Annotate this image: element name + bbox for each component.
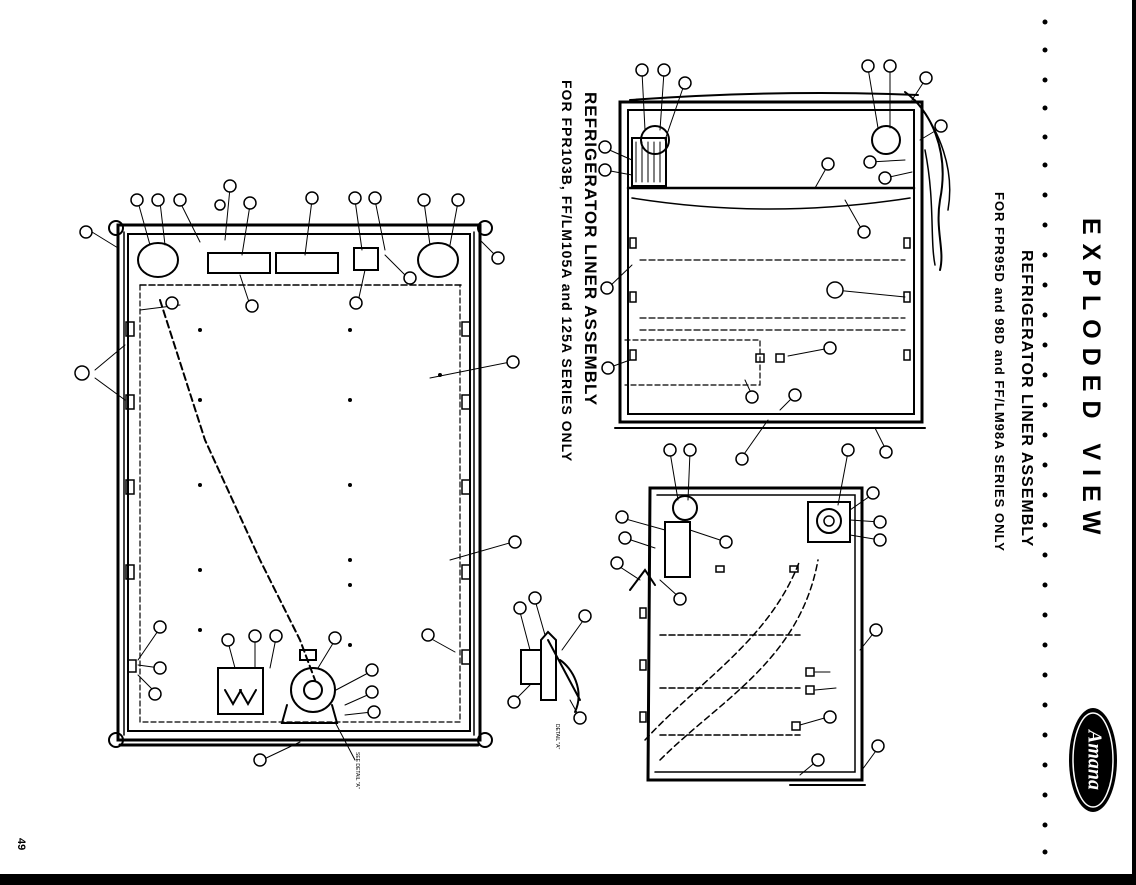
left-liner-screws bbox=[198, 328, 442, 647]
left-liner-side-clips bbox=[125, 321, 471, 673]
detail-a-label: DETAIL "A" bbox=[554, 724, 560, 750]
right-bottom-liner-clips bbox=[639, 565, 815, 731]
left-liner-corners bbox=[108, 220, 493, 748]
left-drain-tube bbox=[159, 299, 316, 681]
scan-bottom-band bbox=[0, 874, 1136, 885]
page-title: EXPLODED VIEW bbox=[1077, 218, 1105, 544]
right-top-liner-clips bbox=[629, 237, 911, 363]
callout-bubbles bbox=[74, 59, 948, 767]
left-liner-top-housings bbox=[137, 242, 459, 278]
binder-punch-holes bbox=[1042, 19, 1048, 855]
left-liner-outline bbox=[116, 223, 482, 747]
right-top-liner-outline bbox=[614, 91, 951, 429]
right-assembly-series-note: FOR FPR95D and 98D and FF/LM98A SERIES O… bbox=[992, 192, 1007, 552]
page-number: 49 bbox=[15, 838, 27, 851]
amana-logo-icon: Amana bbox=[1058, 705, 1128, 815]
scan-right-edge bbox=[1132, 0, 1136, 885]
right-bottom-liner-outline bbox=[629, 486, 866, 786]
left-assembly-series-note: FOR FPR103B, FF/LM105A and 125A SERIES O… bbox=[559, 80, 575, 463]
left-liner-bottom-parts bbox=[217, 649, 339, 724]
brand-name: Amana bbox=[1083, 728, 1105, 790]
detail-a-drawing bbox=[514, 599, 586, 719]
left-assembly-heading: REFRIGERATOR LINER ASSEMBLY bbox=[581, 92, 600, 407]
right-bottom-leader-lines bbox=[616, 451, 881, 776]
see-detail-a-label: SEE DETAIL "A" bbox=[354, 752, 360, 789]
right-assembly-heading: REFRIGERATOR LINER ASSEMBLY bbox=[1018, 250, 1035, 548]
